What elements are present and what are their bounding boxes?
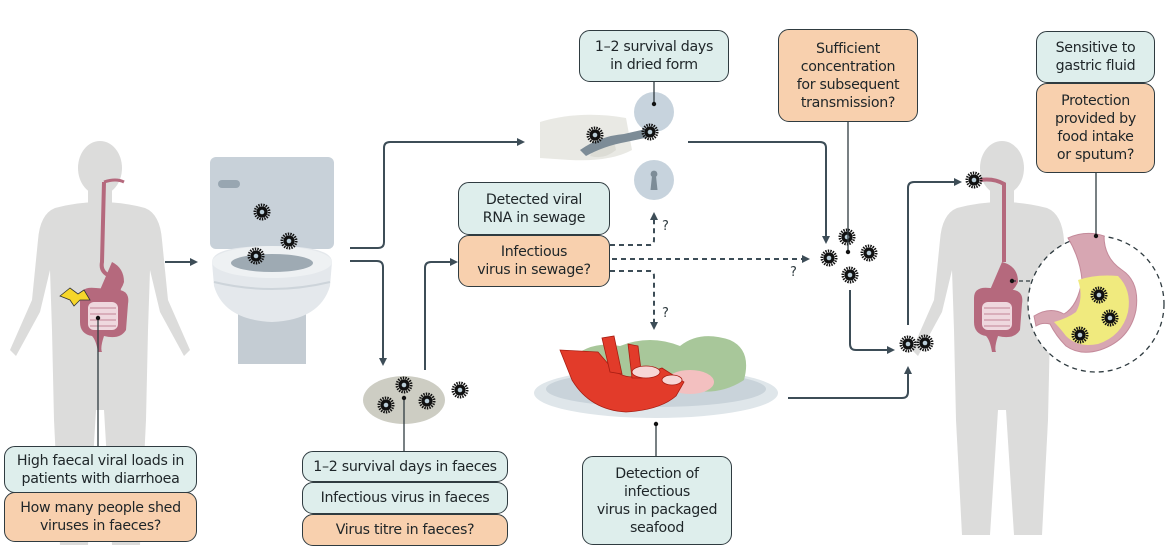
dashed-arrow-sewage-to-seafood (610, 270, 658, 330)
surface-survival-box: 1–2 survival days in dried form (579, 30, 729, 82)
seafood-connector-dot (653, 421, 659, 427)
concentration-connector-dot (845, 249, 851, 255)
sewage-question-box: Infectious virus in sewage? (458, 235, 610, 287)
source-question-box: How many people shed viruses in faeces? (4, 492, 197, 542)
virus-particle-icon (838, 228, 856, 246)
arrow-toilet-to-faeces (350, 260, 387, 366)
concentration-question-box: Sufficient concentration for subsequent … (778, 29, 918, 122)
virus-particle-icon (841, 266, 859, 284)
toilet-icon (210, 157, 334, 364)
arrow-faeces-to-sewage (424, 258, 458, 370)
faeces-titre-question-box: Virus titre in faeces? (302, 514, 508, 546)
protection-question-box: Protection provided by food intake or sp… (1036, 83, 1155, 173)
uncertain-label-seafood: ? (662, 306, 669, 321)
uncertain-label-surface: ? (662, 219, 669, 234)
seafood-detection-box: Detection of infectious virus in package… (582, 456, 732, 545)
shrimp-icon (559, 335, 685, 413)
arrow-hand-to-mouth (907, 178, 962, 325)
dashed-arrow-sewage-to-surface (610, 212, 658, 246)
door-handle-rose-icon (634, 92, 674, 132)
virus-particle-icon (820, 249, 838, 267)
arrow-toilet-to-surface (350, 138, 525, 249)
lightning-icon (59, 287, 91, 307)
door-handle-icon (580, 128, 654, 156)
gastric-fluid-box: Sensitive to gastric fluid (1036, 31, 1155, 83)
virus-particle-icon (860, 244, 878, 262)
keyhole-icon (650, 170, 658, 190)
arrow-seafood-to-hand (788, 366, 912, 399)
arrow-concentration-to-hand (849, 290, 895, 354)
faeces-survival-box: 1–2 survival days in faeces (302, 451, 508, 482)
stomach-connector-dot (1093, 233, 1099, 239)
stomach-zoom-dot (1009, 278, 1015, 284)
virus-particle-icon (451, 381, 469, 399)
virus-particle-icon (965, 171, 983, 189)
source-connector-dot (95, 315, 101, 321)
arrow-surface-to-concentration (688, 141, 830, 244)
sewage-rna-box: Detected viral RNA in sewage (458, 182, 610, 235)
virus-particle-icon (899, 335, 917, 353)
source-gut-icon (80, 178, 129, 352)
source-patient-body-icon (10, 141, 190, 545)
faeces-connector-dot (401, 395, 407, 401)
faeces-infectious-box: Infectious virus in faeces (302, 482, 508, 514)
surface-connector-dot (651, 101, 657, 107)
uncertain-label-concentration: ? (790, 265, 797, 280)
source-known-box: High faecal viral loads in patients with… (4, 446, 197, 493)
recipient-gut-icon (974, 177, 1023, 352)
